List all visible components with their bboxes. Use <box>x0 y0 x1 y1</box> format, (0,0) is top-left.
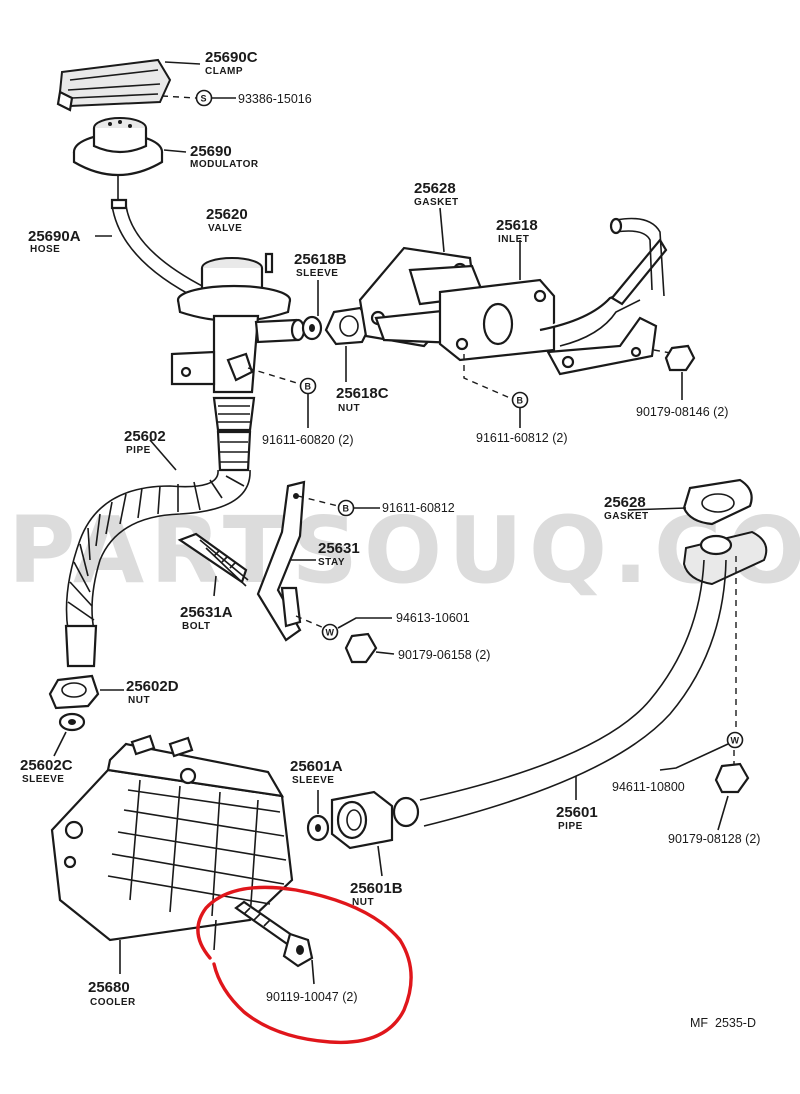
svg-text:NUT: NUT <box>128 695 150 706</box>
svg-text:25620: 25620 <box>206 206 248 223</box>
label-25631: 25631 STAY <box>318 540 360 568</box>
symbol-s-marker: S <box>195 89 213 107</box>
svg-text:B: B <box>343 504 350 514</box>
stay-and-bolt-drawing <box>177 480 378 664</box>
label-25690C: 25690C CLAMP <box>205 49 258 77</box>
hose-drawing <box>95 198 207 301</box>
valve-drawing <box>170 252 306 432</box>
fastener-94611-10800: 94611-10800 <box>612 780 685 794</box>
svg-text:25618B: 25618B <box>294 251 347 268</box>
svg-text:CLAMP: CLAMP <box>205 66 243 77</box>
svg-text:PIPE: PIPE <box>126 445 151 456</box>
nut-25602D-drawing <box>48 674 124 757</box>
red-highlight-marker <box>196 885 413 1045</box>
svg-text:25690A: 25690A <box>28 228 81 245</box>
diagram-code: MF 2535-D <box>690 1016 756 1030</box>
svg-text:25631A: 25631A <box>180 604 233 621</box>
bolt-90119-drawing <box>213 900 315 985</box>
symbol-b-marker-3: B <box>337 499 355 517</box>
label-25618: 25618 INLET <box>496 217 538 245</box>
svg-text:BOLT: BOLT <box>182 621 210 632</box>
leader-lines <box>212 97 729 771</box>
svg-text:MODULATOR: MODULATOR <box>190 159 259 170</box>
svg-text:W: W <box>731 736 740 746</box>
svg-text:SLEEVE: SLEEVE <box>22 774 64 785</box>
svg-text:25602: 25602 <box>124 428 166 445</box>
label-25601: 25601 PIPE <box>556 804 598 832</box>
fastener-93386-15016: 93386-15016 <box>238 92 312 106</box>
svg-text:25618: 25618 <box>496 217 538 234</box>
label-25690: 25690 MODULATOR <box>190 143 259 170</box>
svg-text:NUT: NUT <box>352 897 374 908</box>
svg-text:25631: 25631 <box>318 540 360 557</box>
inlet-drawing <box>358 207 696 400</box>
label-25602D: 25602D NUT <box>126 678 179 706</box>
symbol-b-marker-1: B <box>299 377 317 395</box>
watermark: PARTSOUQ.COM <box>8 497 800 604</box>
svg-text:25690C: 25690C <box>205 49 258 66</box>
svg-text:25628: 25628 <box>604 494 646 511</box>
svg-text:SLEEVE: SLEEVE <box>296 268 338 279</box>
sleeve-25618B-drawing <box>301 280 323 341</box>
svg-text:25601A: 25601A <box>290 758 343 775</box>
svg-text:GASKET: GASKET <box>604 511 649 522</box>
symbol-w-marker-1: W <box>321 623 339 641</box>
label-25602: 25602 PIPE <box>124 428 166 456</box>
svg-text:HOSE: HOSE <box>30 244 60 255</box>
label-25631A: 25631A BOLT <box>180 604 233 632</box>
svg-text:W: W <box>326 628 335 638</box>
svg-text:25690: 25690 <box>190 143 232 160</box>
label-25602C: 25602C SLEEVE <box>20 757 73 785</box>
svg-text:25602D: 25602D <box>126 678 179 695</box>
symbol-b-marker-2: B <box>511 391 529 409</box>
label-25618C: 25618C NUT <box>336 385 389 414</box>
fastener-91611-60820: 91611-60820 (2) <box>262 433 354 447</box>
label-25601A: 25601A SLEEVE <box>290 758 343 786</box>
svg-text:STAY: STAY <box>318 557 345 568</box>
svg-text:B: B <box>517 396 524 406</box>
svg-text:25680: 25680 <box>88 979 130 996</box>
svg-text:COOLER: COOLER <box>90 997 136 1008</box>
svg-text:25601: 25601 <box>556 804 598 821</box>
label-25628-lower: 25628 GASKET <box>604 494 649 522</box>
svg-text:25628: 25628 <box>414 180 456 197</box>
cooler-drawing <box>50 734 294 974</box>
label-25601B: 25601B NUT <box>350 880 403 908</box>
svg-text:B: B <box>305 382 312 392</box>
label-25628-upper: 25628 GASKET <box>414 180 459 208</box>
fastener-94613-10601: 94613-10601 <box>396 611 470 625</box>
fastener-90119-10047: 90119-10047 (2) <box>266 990 358 1004</box>
fastener-90179-06158: 90179-06158 (2) <box>398 648 490 662</box>
svg-text:NUT: NUT <box>338 403 360 414</box>
svg-text:S: S <box>201 94 207 104</box>
label-25618B: 25618B SLEEVE <box>294 251 347 279</box>
symbol-w-marker-2: W <box>726 731 744 749</box>
svg-text:25602C: 25602C <box>20 757 73 774</box>
svg-text:25618C: 25618C <box>336 385 389 402</box>
nut-25601B-drawing <box>306 790 394 877</box>
fastener-90179-08146: 90179-08146 (2) <box>636 405 728 419</box>
svg-text:SLEEVE: SLEEVE <box>292 775 334 786</box>
label-25690A: 25690A HOSE <box>28 228 81 255</box>
pipe-25602-drawing <box>64 430 252 668</box>
svg-text:25601B: 25601B <box>350 880 403 897</box>
svg-text:GASKET: GASKET <box>414 197 459 208</box>
svg-text:INLET: INLET <box>498 234 529 245</box>
fastener-90179-08128: 90179-08128 (2) <box>668 832 760 846</box>
clamp-drawing <box>56 58 201 112</box>
svg-text:VALVE: VALVE <box>208 223 242 234</box>
modulator-drawing <box>72 117 187 200</box>
label-25680: 25680 COOLER <box>88 979 136 1008</box>
pipe-25601-drawing <box>392 478 768 831</box>
fastener-91611-60812-pair: 91611-60812 (2) <box>476 431 568 445</box>
fastener-91611-60812: 91611-60812 <box>382 501 455 515</box>
svg-text:PIPE: PIPE <box>558 821 583 832</box>
label-25620: 25620 VALVE <box>206 206 248 234</box>
